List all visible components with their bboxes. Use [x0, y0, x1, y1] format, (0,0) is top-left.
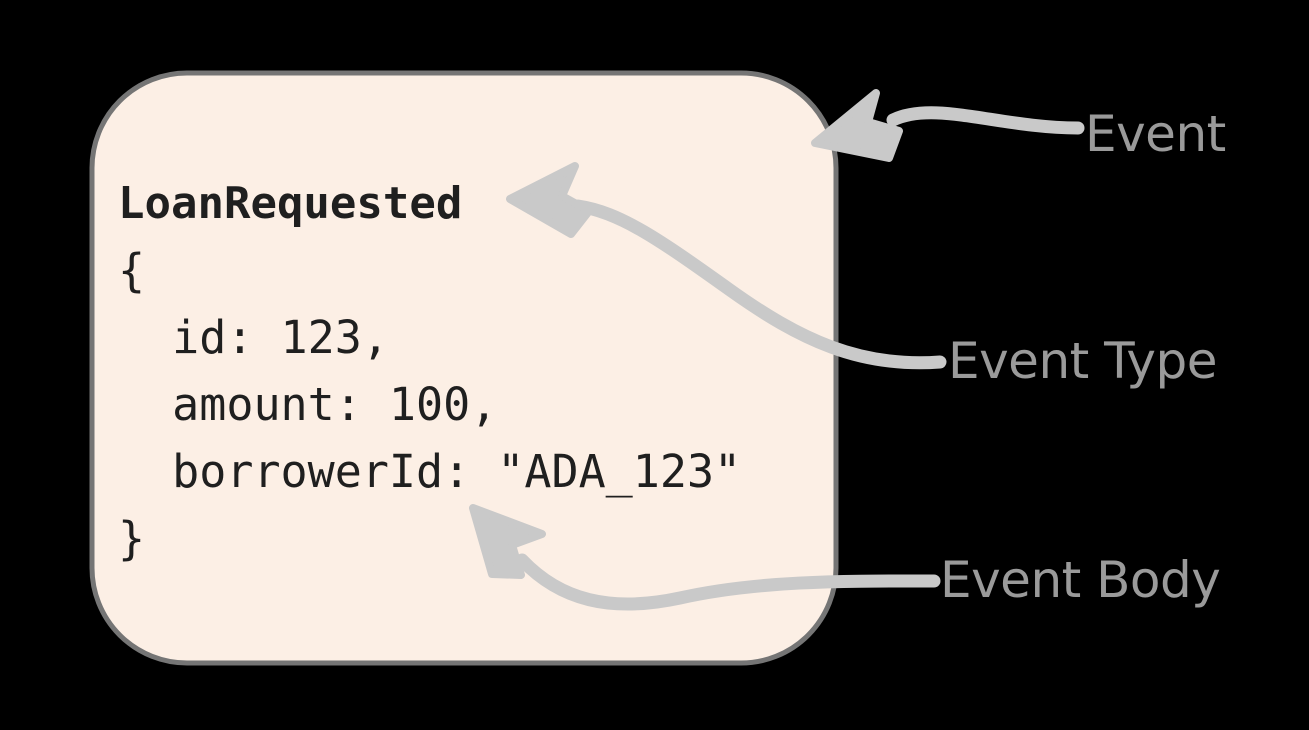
annotation-label-event: Event	[1085, 105, 1226, 163]
annotation-arrow-event-body	[469, 504, 941, 611]
event-box	[89, 70, 839, 666]
event-body-field-borrowerid: borrowerId: "ADA_123"	[118, 445, 742, 498]
event-body-open-brace: {	[118, 244, 146, 297]
event-type-text: LoanRequested	[118, 178, 463, 229]
annotation-label-event-type: Event Type	[948, 332, 1217, 390]
annotation-arrow-event-type	[506, 162, 947, 370]
annotation-label-event-body: Event Body	[940, 551, 1221, 609]
event-body-field-amount: amount: 100,	[118, 378, 498, 431]
annotation-arrow-event	[811, 89, 1085, 162]
event-payload: LoanRequested { id: 123, amount: 100, bo…	[118, 170, 818, 572]
event-body-field-id: id: 123,	[118, 311, 389, 364]
event-body-close-brace: }	[118, 512, 146, 565]
